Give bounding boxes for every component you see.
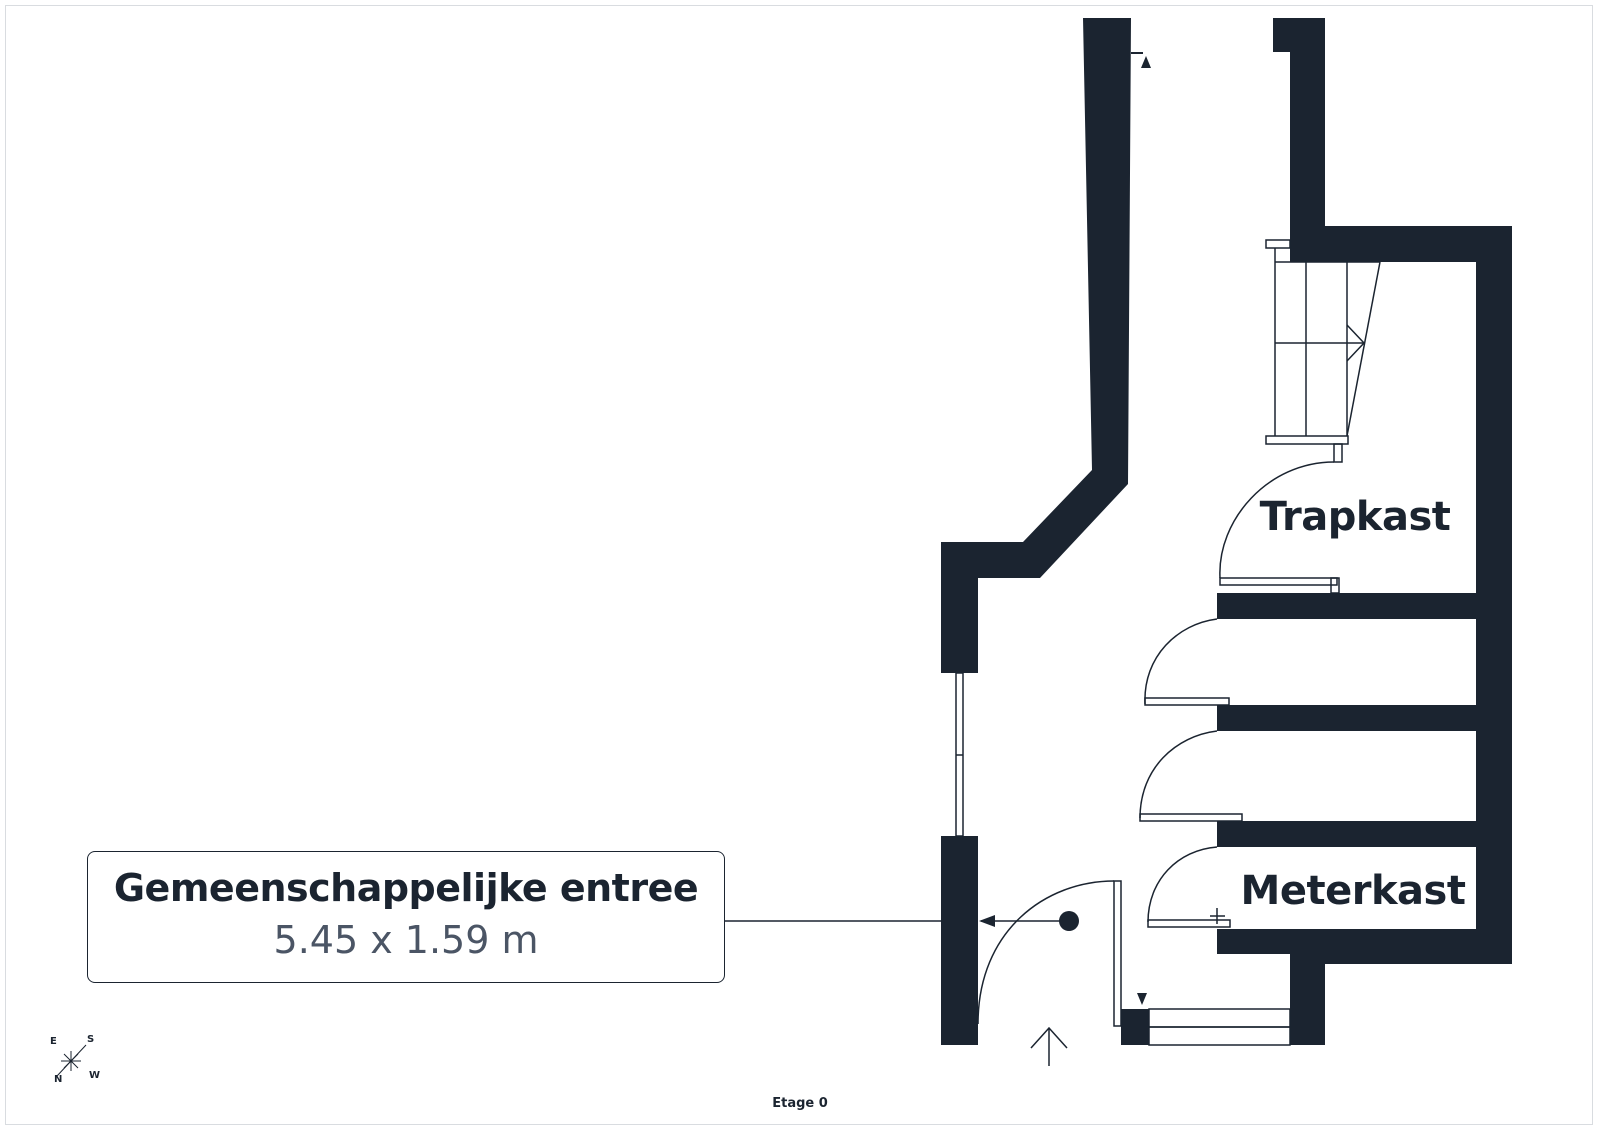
markers xyxy=(979,52,1151,1005)
wall-divider-3 xyxy=(1217,821,1477,847)
wall-left-outer xyxy=(941,18,1131,673)
wall-left-lower xyxy=(941,836,978,1045)
wall-divider-2 xyxy=(1217,705,1477,731)
callout-room-name: Gemeenschappelijke entree xyxy=(113,866,699,910)
door-trapkast xyxy=(1219,461,1335,579)
compass-south-label: S xyxy=(87,1034,95,1045)
room-callout: Gemeenschappelijke entree 5.45 x 1.59 m xyxy=(87,851,725,983)
wall-entrance-pier xyxy=(1121,1009,1149,1045)
compass-icon xyxy=(56,1044,87,1077)
room-label-trapkast: Trapkast xyxy=(1260,494,1451,540)
callout-room-dimensions: 5.45 x 1.59 m xyxy=(273,918,539,962)
entrance-step-1 xyxy=(1148,1008,1291,1028)
room-label-meterkast: Meterkast xyxy=(1241,868,1466,914)
wall-meterkast-bottom xyxy=(1217,929,1477,954)
stair-landing-bottom xyxy=(1265,435,1349,445)
stair-landing-top xyxy=(1265,239,1291,249)
wall-right-outer xyxy=(1273,18,1512,1045)
entrance-step-2 xyxy=(1148,1026,1291,1046)
marker-entrance xyxy=(1137,993,1147,1005)
stair-post xyxy=(1333,443,1343,463)
door-meterkast xyxy=(1147,846,1218,923)
compass-east-label: E xyxy=(50,1036,57,1047)
wall-divider-1 xyxy=(1217,593,1477,619)
page-frame xyxy=(5,5,1593,1125)
door-closet-1 xyxy=(1144,618,1218,705)
room-marker xyxy=(1059,911,1079,931)
door-entrance xyxy=(977,880,1115,1025)
leader-arrowhead xyxy=(979,915,995,927)
walls xyxy=(941,18,1512,1045)
compass-north-label: N xyxy=(54,1074,63,1085)
north-marker-top xyxy=(1141,56,1151,68)
floor-label: Etage 0 xyxy=(772,1096,828,1111)
door-closet-2 xyxy=(1139,730,1218,819)
compass-west-label: W xyxy=(89,1070,101,1081)
linework xyxy=(725,239,1381,1066)
